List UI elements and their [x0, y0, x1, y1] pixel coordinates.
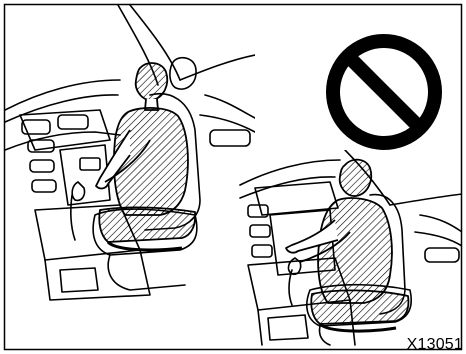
figure-code: X13051: [407, 336, 463, 354]
